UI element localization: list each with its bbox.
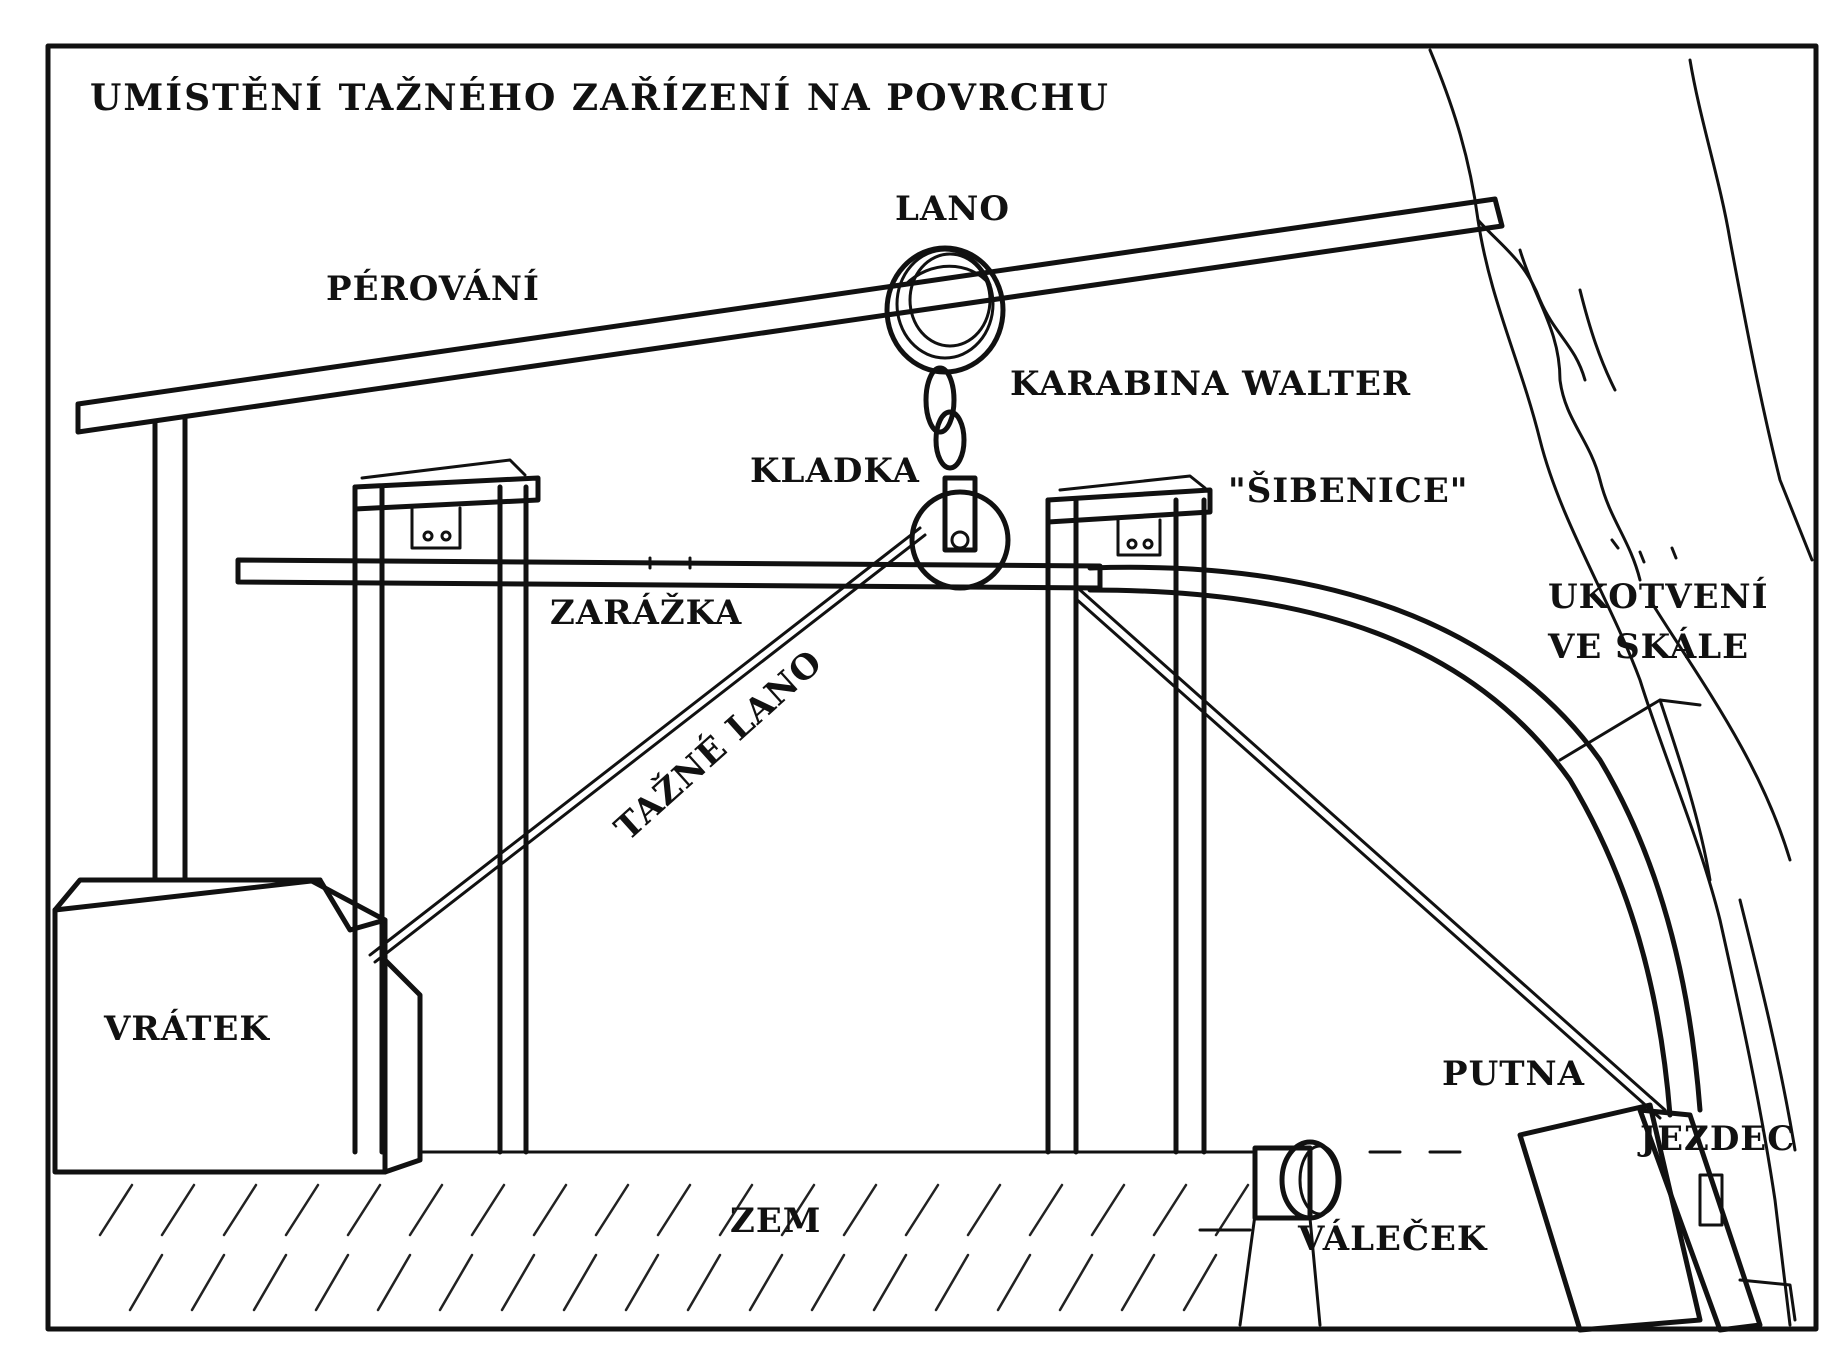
hatch-stroke (656, 1183, 692, 1237)
hatch-stroke (500, 1253, 536, 1312)
rock-face (1428, 48, 1814, 1327)
hatch-stroke (470, 1183, 506, 1237)
label-sibenice: "ŠIBENICE" (1228, 470, 1469, 511)
hatch-stroke (718, 1183, 754, 1237)
hatch-stroke (686, 1253, 722, 1312)
label-kladka: KLADKA (750, 451, 920, 491)
kladka-pulley (909, 475, 1011, 591)
hatch-stroke (1120, 1253, 1156, 1312)
hatch-stroke (284, 1183, 320, 1237)
hatch-stroke (1028, 1183, 1064, 1237)
label-zem: ZEM (730, 1201, 821, 1241)
hatch-stroke (624, 1253, 660, 1312)
hatch-stroke (160, 1183, 196, 1237)
hatch-stroke (222, 1183, 258, 1237)
hatch-stroke (996, 1253, 1032, 1312)
diagram-frame (45, 43, 1819, 1332)
hatch-stroke (966, 1183, 1002, 1237)
zem-hatch (98, 1183, 1250, 1312)
hatch-stroke (438, 1253, 474, 1312)
hatch-stroke (780, 1183, 816, 1237)
hatch-stroke (1152, 1183, 1188, 1237)
hatch-stroke (1058, 1253, 1094, 1312)
label-ukotveni-1: UKOTVENÍ (1548, 576, 1768, 617)
tazne-lano-rope (368, 526, 1667, 1120)
curved-rail (1087, 564, 1703, 1118)
hatch-stroke (872, 1253, 908, 1312)
hatch-stroke (842, 1183, 878, 1237)
label-lano: LANO (895, 189, 1010, 229)
hatch-stroke (810, 1253, 846, 1312)
hatch-stroke (1090, 1183, 1126, 1237)
hatch-stroke (408, 1183, 444, 1237)
perovani-beam (75, 196, 1505, 883)
hatch-stroke (1214, 1183, 1250, 1237)
label-putna: PUTNA (1442, 1054, 1585, 1094)
hatch-stroke (346, 1183, 382, 1237)
label-jezdec: JEZDEC (1637, 1119, 1795, 1159)
sibenice-frame (352, 458, 1213, 1155)
diagram-title: UMÍSTĚNÍ TAŽNÉHO ZAŘÍZENÍ NA POVRCHU (90, 77, 1110, 119)
hatch-stroke (934, 1253, 970, 1312)
karabina-chain (923, 365, 967, 471)
hatch-stroke (532, 1183, 568, 1237)
label-ukotveni-2: VE SKÁLE (1547, 626, 1749, 667)
hatch-stroke (748, 1253, 784, 1312)
hatch-stroke (128, 1253, 164, 1312)
hatch-stroke (1182, 1253, 1218, 1312)
label-karabina: KARABINA WALTER (1010, 364, 1411, 404)
label-valecek: VÁLEČEK (1297, 1218, 1488, 1259)
hatch-stroke (190, 1253, 226, 1312)
putna-bucket (1517, 1102, 1703, 1333)
zarazka-bar (235, 556, 1103, 591)
hatch-stroke (314, 1253, 350, 1312)
jezdec-rider (1637, 1107, 1797, 1333)
hatch-stroke (376, 1253, 412, 1312)
hatch-stroke (562, 1253, 598, 1312)
label-perovani: PÉROVÁNÍ (326, 268, 540, 309)
valecek-roller (1198, 1139, 1342, 1327)
label-vratek: VRÁTEK (103, 1008, 270, 1049)
label-zarazka: ZARÁŽKA (550, 592, 742, 633)
hatch-stroke (594, 1183, 630, 1237)
hatch-stroke (98, 1183, 134, 1237)
vratek-box (52, 877, 423, 1175)
hatch-stroke (904, 1183, 940, 1237)
hatch-stroke (252, 1253, 288, 1312)
